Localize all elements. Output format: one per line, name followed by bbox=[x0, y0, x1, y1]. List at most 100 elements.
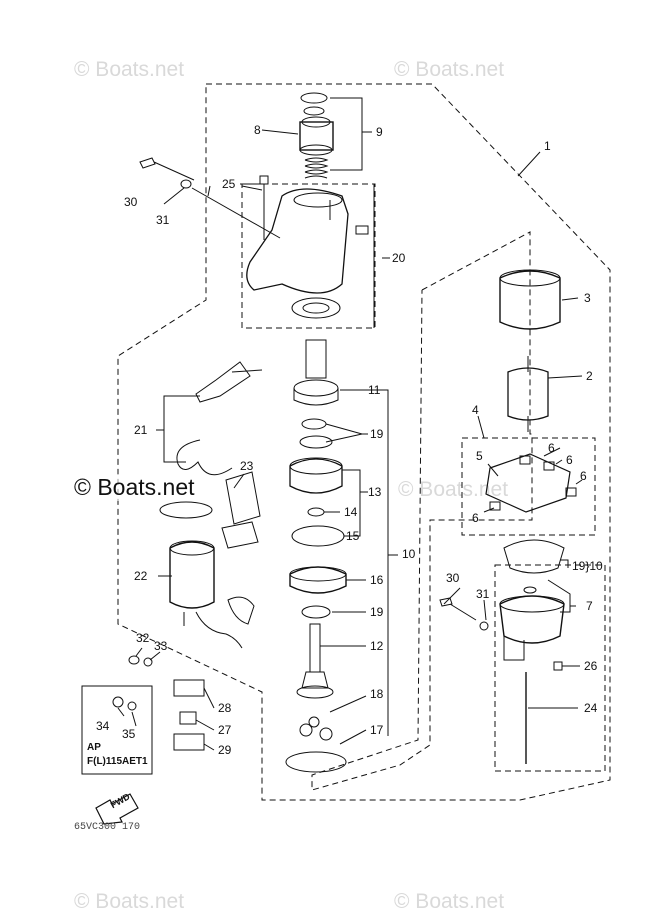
planet-gear-18c bbox=[308, 716, 320, 728]
drawing-code: 65VC300 170 bbox=[74, 822, 141, 833]
callout-4: 4 bbox=[472, 403, 479, 417]
bolt-26 bbox=[553, 661, 563, 671]
callout-34: 34 bbox=[96, 719, 110, 733]
callout-30a: 30 bbox=[124, 195, 138, 209]
bolt-25 bbox=[259, 175, 269, 240]
center-brand-watermark: © Boats.net bbox=[74, 474, 195, 501]
callout-15: 15 bbox=[346, 529, 360, 543]
callout-26: 26 bbox=[584, 659, 598, 673]
callout-6b: 6 bbox=[566, 453, 573, 467]
internal-gear-16 bbox=[289, 566, 347, 594]
solenoid-22 bbox=[169, 541, 215, 609]
inset-label-model: F(L)115AET1 bbox=[87, 756, 148, 767]
yoke-3 bbox=[499, 270, 561, 330]
callout-20: 20 bbox=[392, 251, 406, 265]
callout-6a: 6 bbox=[548, 441, 555, 455]
watermark-top-left: © Boats.net bbox=[74, 58, 185, 81]
callout-6c: 6 bbox=[580, 469, 587, 483]
callout-labels: 1 2 3 4 5 6 6 6 6 7 8 9 10 11 12 13 14 1… bbox=[96, 123, 603, 810]
callout-23: 23 bbox=[240, 459, 254, 473]
rear-cover-box bbox=[494, 564, 606, 772]
callout-7: 7 bbox=[586, 599, 593, 613]
bolt-30-right bbox=[439, 597, 477, 621]
callout-19a: 19 bbox=[370, 427, 384, 441]
plate-19-right bbox=[503, 539, 565, 574]
armature-2 bbox=[507, 367, 549, 421]
watermark-bottom-right: © Boats.net bbox=[394, 890, 505, 913]
planet-gear-18b bbox=[319, 727, 333, 741]
ring-15 bbox=[291, 525, 345, 547]
ap-inset-box bbox=[81, 685, 153, 775]
callout-11: 11 bbox=[368, 383, 381, 397]
washer-33 bbox=[143, 657, 153, 667]
callout-12: 12 bbox=[370, 639, 384, 653]
plate-23 bbox=[225, 471, 261, 525]
front-housing-box bbox=[241, 183, 376, 329]
washer-31-right bbox=[479, 621, 489, 631]
part-29 bbox=[173, 733, 205, 751]
spring-part bbox=[304, 157, 329, 179]
snap-ring-part bbox=[300, 92, 328, 104]
callout-3: 3 bbox=[584, 291, 591, 305]
nut-34 bbox=[112, 696, 124, 708]
callout-25: 25 bbox=[222, 177, 236, 191]
fwd-label: FWD bbox=[109, 791, 132, 810]
planet-gear-18a bbox=[299, 723, 313, 737]
callout-28: 28 bbox=[218, 701, 232, 715]
washer-19-top bbox=[301, 418, 327, 430]
rear-cover-7 bbox=[499, 595, 565, 644]
housing-seal bbox=[291, 297, 341, 319]
bolt-30 bbox=[139, 157, 195, 181]
callout-16: 16 bbox=[370, 573, 384, 587]
leader-lines bbox=[117, 97, 583, 751]
brush-holder-part bbox=[485, 453, 571, 513]
fwd-arrow bbox=[95, 793, 139, 825]
callout-30b: 30 bbox=[446, 571, 460, 585]
pinion-gear-part bbox=[299, 121, 334, 151]
washer-19-bottom bbox=[301, 605, 331, 619]
part-28 bbox=[173, 679, 205, 697]
boot-cap bbox=[227, 596, 255, 625]
callout-31a: 31 bbox=[156, 213, 170, 227]
callout-5: 5 bbox=[476, 449, 483, 463]
callout-6d: 6 bbox=[472, 511, 479, 525]
plate-17 bbox=[285, 751, 347, 773]
watermark-top-right: © Boats.net bbox=[394, 58, 505, 81]
callout-24: 24 bbox=[584, 701, 598, 715]
callout-14: 14 bbox=[344, 505, 358, 519]
callout-21: 21 bbox=[134, 423, 148, 437]
inset-label-ap: AP bbox=[87, 742, 101, 753]
callout-32: 32 bbox=[136, 631, 150, 645]
callout-9: 9 bbox=[376, 125, 383, 139]
callout-31b: 31 bbox=[476, 587, 490, 601]
spring-wire-21 bbox=[176, 439, 233, 476]
brush-holder-box bbox=[461, 437, 596, 536]
shaft-12 bbox=[309, 623, 321, 673]
callout-27: 27 bbox=[218, 723, 232, 737]
watermark-middle-right: © Boats.net bbox=[398, 478, 509, 501]
washer-31 bbox=[180, 179, 192, 189]
callout-8: 8 bbox=[254, 123, 261, 137]
inner-assembly-outline bbox=[311, 231, 533, 791]
callout-33: 33 bbox=[154, 639, 168, 653]
callout-19b: 19 bbox=[370, 605, 384, 619]
washer-7-small bbox=[523, 586, 537, 594]
callout-1: 1 bbox=[544, 139, 551, 153]
front-housing-part bbox=[246, 188, 349, 294]
shift-lever-21 bbox=[195, 361, 263, 403]
gear-carrier-13 bbox=[289, 458, 343, 494]
assembly-outline bbox=[117, 83, 611, 801]
callout-2: 2 bbox=[586, 369, 593, 383]
callout-17: 17 bbox=[370, 723, 384, 737]
callout-10: 10 bbox=[402, 547, 416, 561]
callout-22: 22 bbox=[134, 569, 148, 583]
callout-29: 29 bbox=[218, 743, 232, 757]
callout-19-10: 19}10 bbox=[572, 559, 603, 573]
callout-18: 18 bbox=[370, 687, 384, 701]
watermark-bottom-left: © Boats.net bbox=[74, 890, 185, 913]
callout-13: 13 bbox=[368, 485, 382, 499]
part-27 bbox=[179, 711, 197, 725]
nut-32 bbox=[128, 655, 140, 665]
bushing-14 bbox=[307, 507, 325, 517]
